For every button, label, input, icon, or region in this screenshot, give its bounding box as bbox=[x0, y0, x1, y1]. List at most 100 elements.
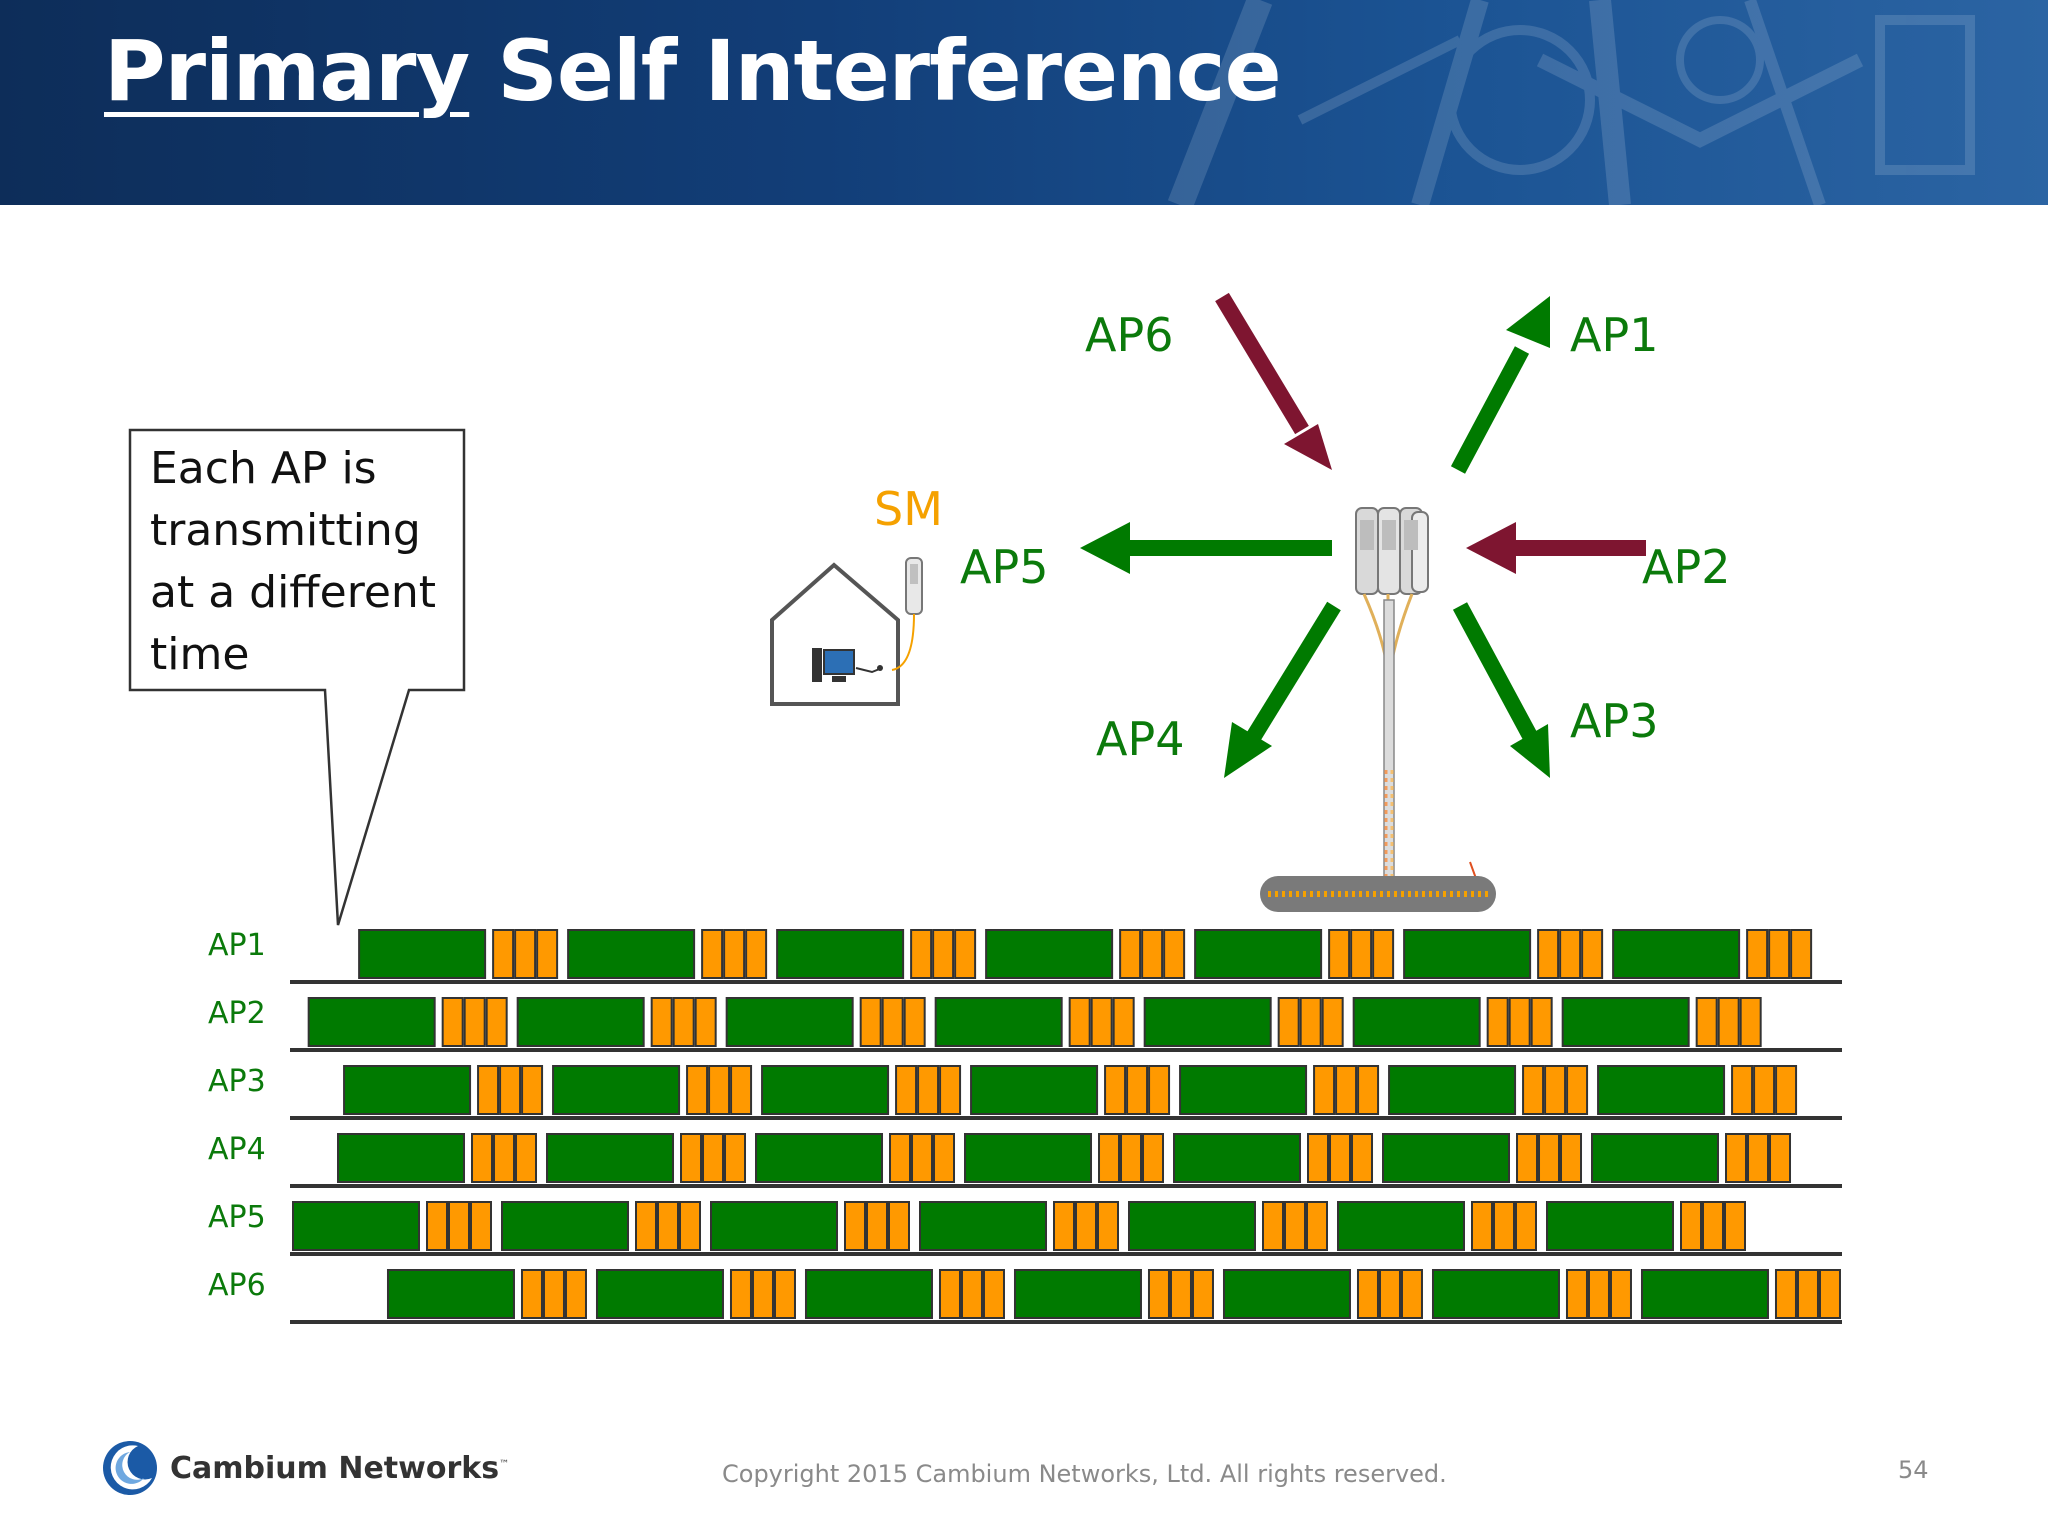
house-icon bbox=[770, 562, 900, 706]
uplink-slot bbox=[773, 1269, 796, 1319]
downlink-slot bbox=[501, 1201, 629, 1251]
downlink-slot bbox=[1382, 1133, 1511, 1183]
downlink-slot bbox=[985, 929, 1114, 979]
uplink-slot bbox=[1717, 997, 1740, 1047]
uplink-slot bbox=[1141, 929, 1164, 979]
downlink-slot bbox=[1546, 1201, 1674, 1251]
ap-tower-icon bbox=[1260, 507, 1496, 912]
uplink-slot bbox=[1739, 997, 1762, 1047]
downlink-slot bbox=[567, 929, 696, 979]
uplink-slot bbox=[938, 1269, 961, 1319]
uplink-slot bbox=[888, 1201, 910, 1251]
uplink-slot bbox=[1544, 1065, 1567, 1115]
uplink-slot bbox=[1769, 1133, 1792, 1183]
uplink-slot bbox=[1587, 1269, 1610, 1319]
ap2-receive-arrow bbox=[1466, 522, 1646, 574]
logo-trademark: ™ bbox=[499, 1458, 510, 1470]
timeline-label-ap4: AP4 bbox=[208, 1132, 266, 1167]
uplink-slot bbox=[679, 1201, 701, 1251]
uplink-slot bbox=[1306, 1201, 1328, 1251]
ap4-label: AP4 bbox=[1096, 712, 1185, 766]
uplink-slot bbox=[1493, 1201, 1515, 1251]
uplink-slot bbox=[844, 1201, 866, 1251]
uplink-slot bbox=[542, 1269, 565, 1319]
uplink-slot bbox=[514, 929, 537, 979]
downlink-slot bbox=[970, 1065, 1099, 1115]
callout-text: Each AP is transmitting at a different t… bbox=[150, 443, 437, 680]
uplink-slot bbox=[485, 997, 508, 1047]
uplink-slot bbox=[441, 997, 464, 1047]
uplink-slot bbox=[917, 1065, 940, 1115]
uplink-slot bbox=[1818, 1269, 1841, 1319]
uplink-slot bbox=[536, 929, 559, 979]
downlink-slot bbox=[292, 1201, 420, 1251]
ap1-transmit-arrow bbox=[1450, 296, 1550, 474]
downlink-slot bbox=[1222, 1269, 1351, 1319]
uplink-slot bbox=[1559, 929, 1582, 979]
uplink-slot bbox=[1378, 1269, 1401, 1319]
uplink-slot bbox=[701, 929, 724, 979]
uplink-slot bbox=[1357, 1065, 1380, 1115]
uplink-slot bbox=[471, 1133, 494, 1183]
uplink-slot bbox=[1284, 1201, 1306, 1251]
uplink-slot bbox=[1796, 1269, 1819, 1319]
uplink-slot bbox=[448, 1201, 470, 1251]
uplink-slot bbox=[1090, 997, 1113, 1047]
ap1-label: AP1 bbox=[1570, 308, 1659, 362]
uplink-slot bbox=[1335, 1065, 1358, 1115]
uplink-slot bbox=[1372, 929, 1395, 979]
downlink-slot bbox=[776, 929, 905, 979]
uplink-slot bbox=[1768, 929, 1791, 979]
uplink-slot bbox=[1724, 1201, 1746, 1251]
uplink-slot bbox=[932, 929, 955, 979]
title-underlined-part: Primary bbox=[104, 22, 470, 120]
downlink-slot bbox=[1561, 997, 1690, 1047]
downlink-slot bbox=[919, 1201, 1047, 1251]
uplink-slot bbox=[1328, 929, 1351, 979]
header-background-image bbox=[1167, 0, 1975, 205]
uplink-slot bbox=[1775, 1065, 1798, 1115]
uplink-slot bbox=[1400, 1269, 1423, 1319]
ap6-receive-arrow bbox=[1215, 292, 1332, 470]
uplink-slot bbox=[657, 1201, 679, 1251]
uplink-slot bbox=[910, 929, 933, 979]
downlink-slot bbox=[1597, 1065, 1726, 1115]
ap4-transmit-arrow bbox=[1224, 601, 1341, 778]
uplink-slot bbox=[954, 929, 977, 979]
downlink-slot bbox=[1128, 1201, 1256, 1251]
uplink-slot bbox=[960, 1269, 983, 1319]
uplink-slot bbox=[1516, 1133, 1539, 1183]
downlink-slot bbox=[964, 1133, 1093, 1183]
ap6-label: AP6 bbox=[1085, 308, 1174, 362]
timeline-label-ap6: AP6 bbox=[208, 1268, 266, 1303]
downlink-slot bbox=[1337, 1201, 1465, 1251]
uplink-slot bbox=[1299, 997, 1322, 1047]
uplink-slot bbox=[1075, 1201, 1097, 1251]
downlink-slot bbox=[307, 997, 436, 1047]
uplink-slot bbox=[895, 1065, 918, 1115]
downlink-slot bbox=[1388, 1065, 1517, 1115]
uplink-slot bbox=[1731, 1065, 1754, 1115]
downlink-slot bbox=[1431, 1269, 1560, 1319]
uplink-slot bbox=[1321, 997, 1344, 1047]
uplink-slot bbox=[1351, 1133, 1374, 1183]
uplink-slot bbox=[1119, 929, 1142, 979]
uplink-slot bbox=[1702, 1201, 1724, 1251]
timeline-label-ap3: AP3 bbox=[208, 1064, 266, 1099]
uplink-slot bbox=[1753, 1065, 1776, 1115]
uplink-slot bbox=[1356, 1269, 1379, 1319]
downlink-slot bbox=[1591, 1133, 1720, 1183]
uplink-slot bbox=[1565, 1269, 1588, 1319]
page-number: 54 bbox=[1898, 1456, 1929, 1484]
uplink-slot bbox=[477, 1065, 500, 1115]
uplink-slot bbox=[650, 997, 673, 1047]
uplink-slot bbox=[520, 1269, 543, 1319]
sm-device-icon bbox=[891, 557, 923, 671]
uplink-slot bbox=[1068, 997, 1091, 1047]
uplink-slot bbox=[1098, 1133, 1121, 1183]
uplink-slot bbox=[1126, 1065, 1149, 1115]
uplink-slot bbox=[1746, 929, 1769, 979]
uplink-slot bbox=[686, 1065, 709, 1115]
uplink-slot bbox=[1277, 997, 1300, 1047]
